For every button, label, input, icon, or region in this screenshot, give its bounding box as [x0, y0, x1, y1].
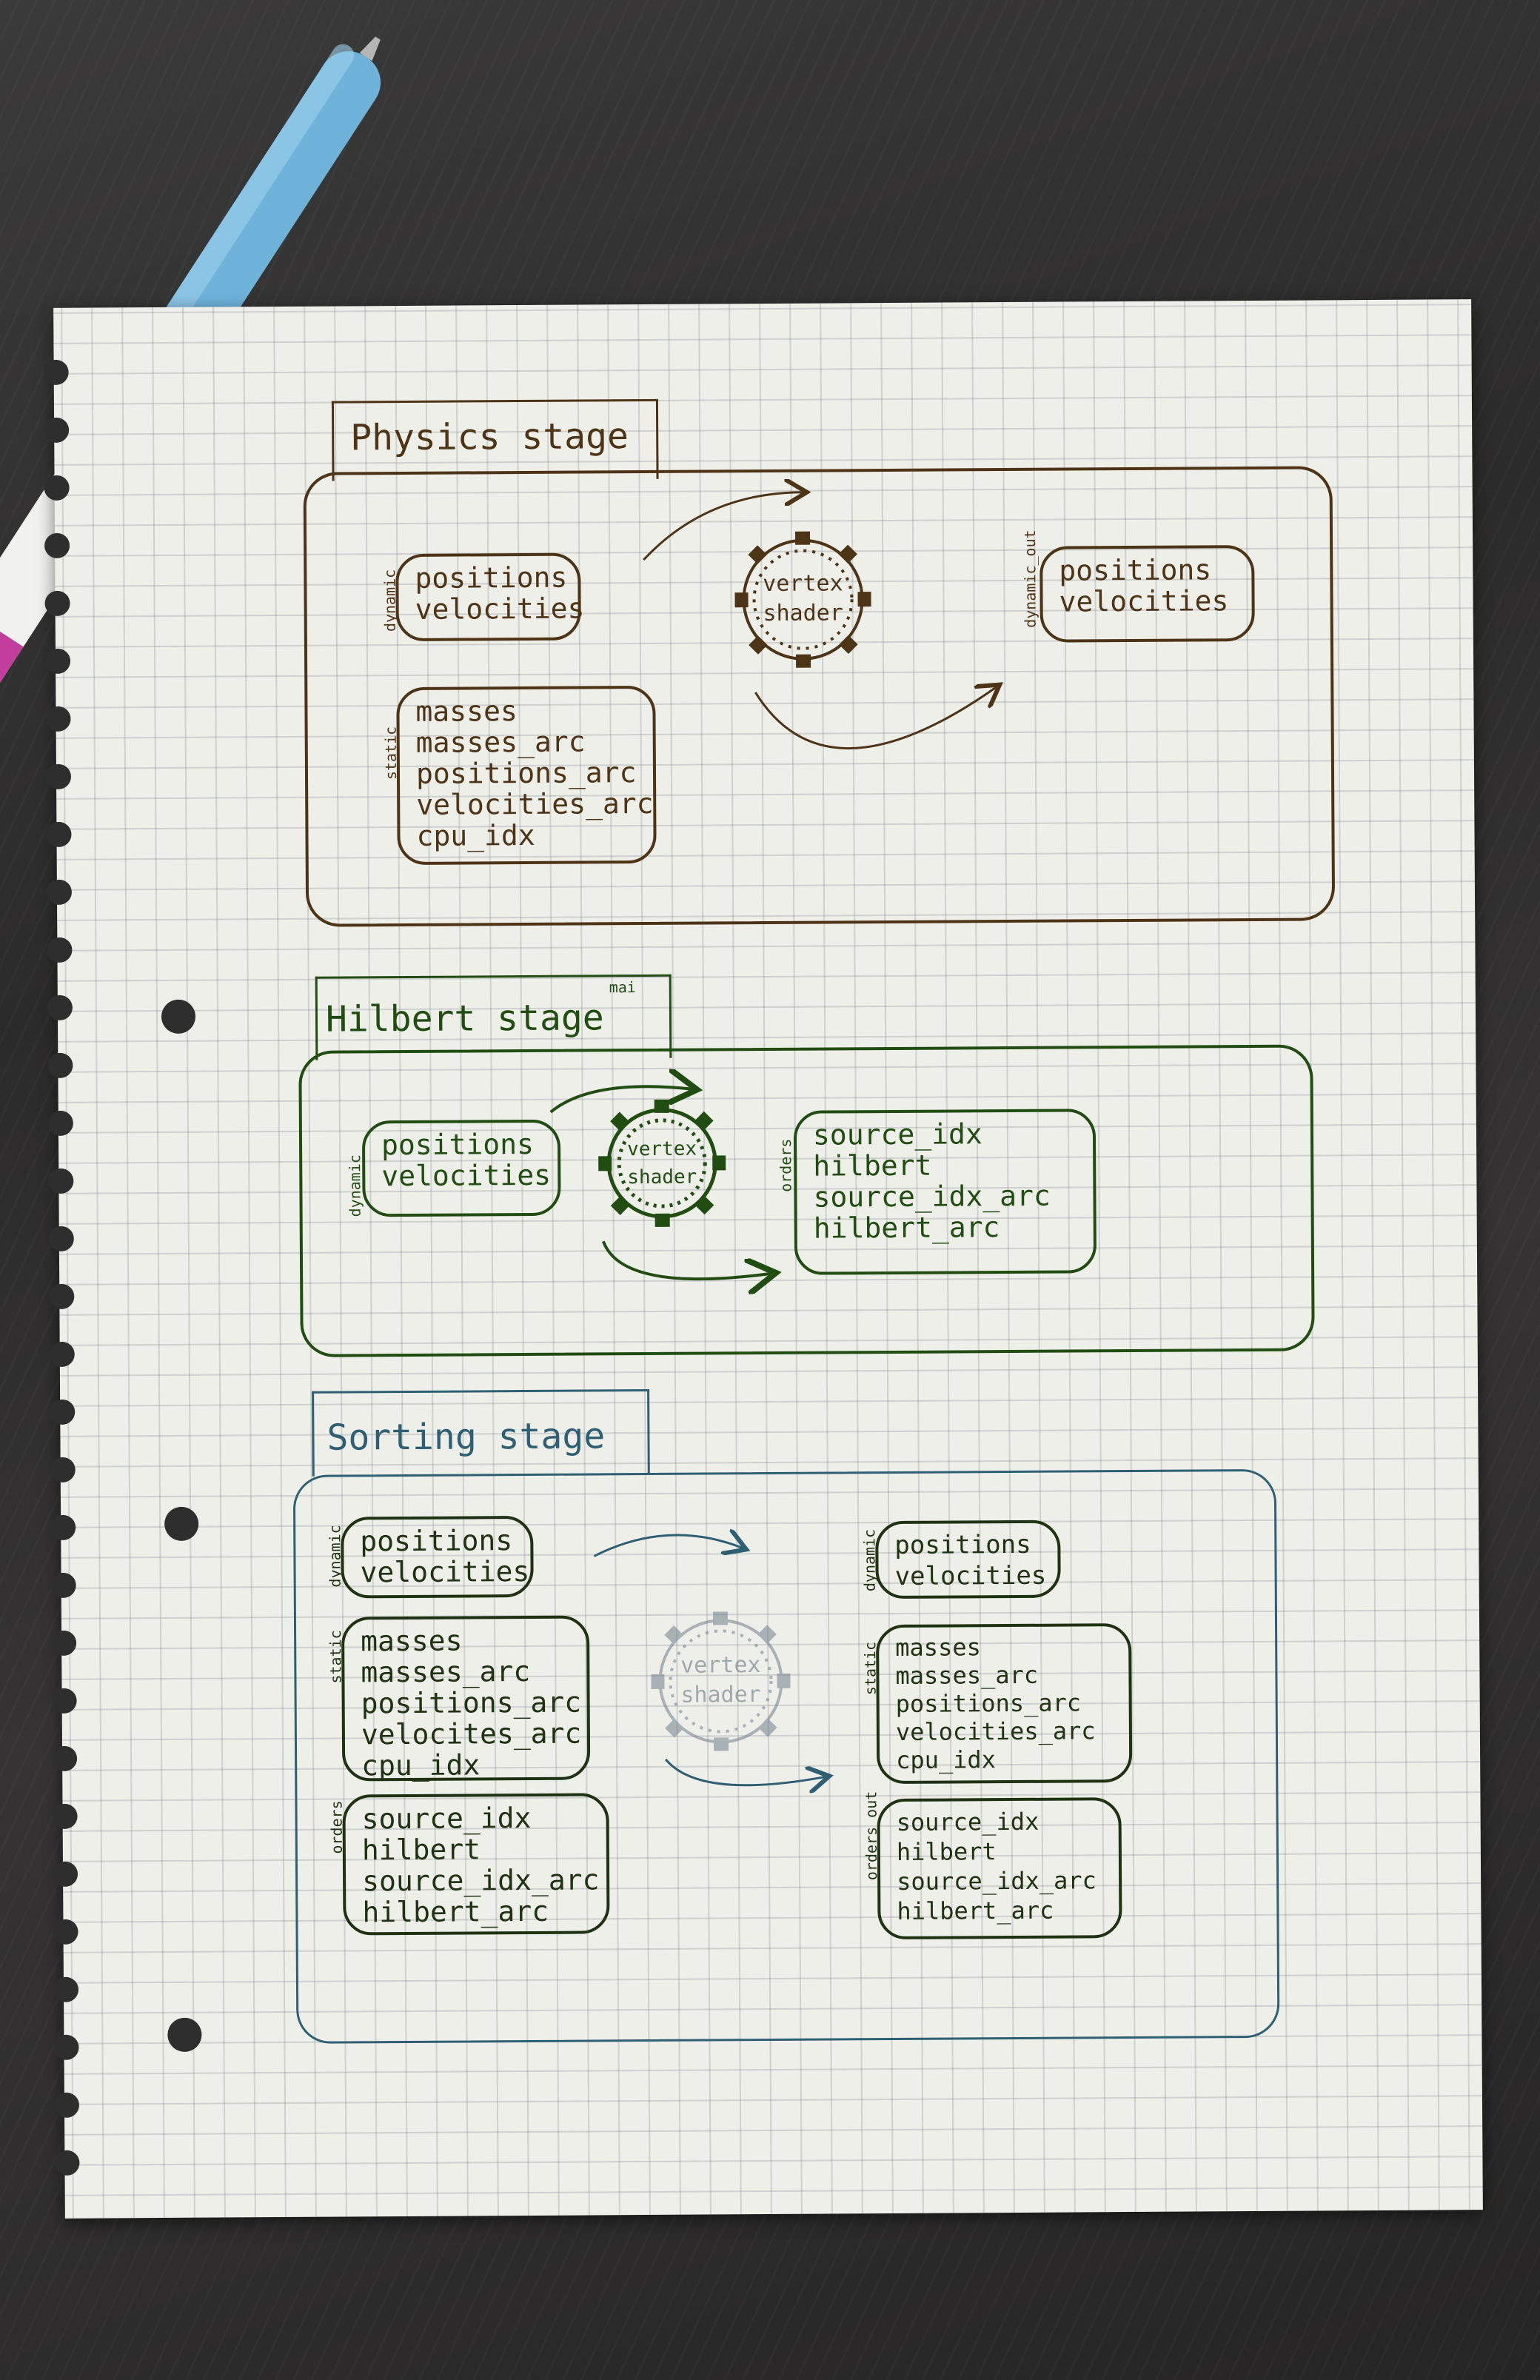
arrow-out — [664, 1758, 825, 1786]
flow-arrows — [549, 299, 1483, 2219]
arrow-in — [549, 1086, 692, 1114]
hilbert-vertex-shader: vertex shader — [588, 1089, 737, 1237]
gear-icon — [598, 1099, 726, 1227]
gear-icon — [734, 531, 871, 668]
gear-icon — [651, 1611, 791, 1751]
physics-vertex-shader: vertex shader — [721, 518, 885, 681]
notebook-page: Physics stage dynamic positions velociti… — [43, 299, 1483, 2219]
arrow-in — [643, 492, 803, 561]
sorting-vertex-shader: vertex shader — [639, 1600, 803, 1763]
arrow-out — [754, 687, 996, 750]
arrow-in — [593, 1534, 742, 1557]
arrow-out — [601, 1240, 770, 1280]
